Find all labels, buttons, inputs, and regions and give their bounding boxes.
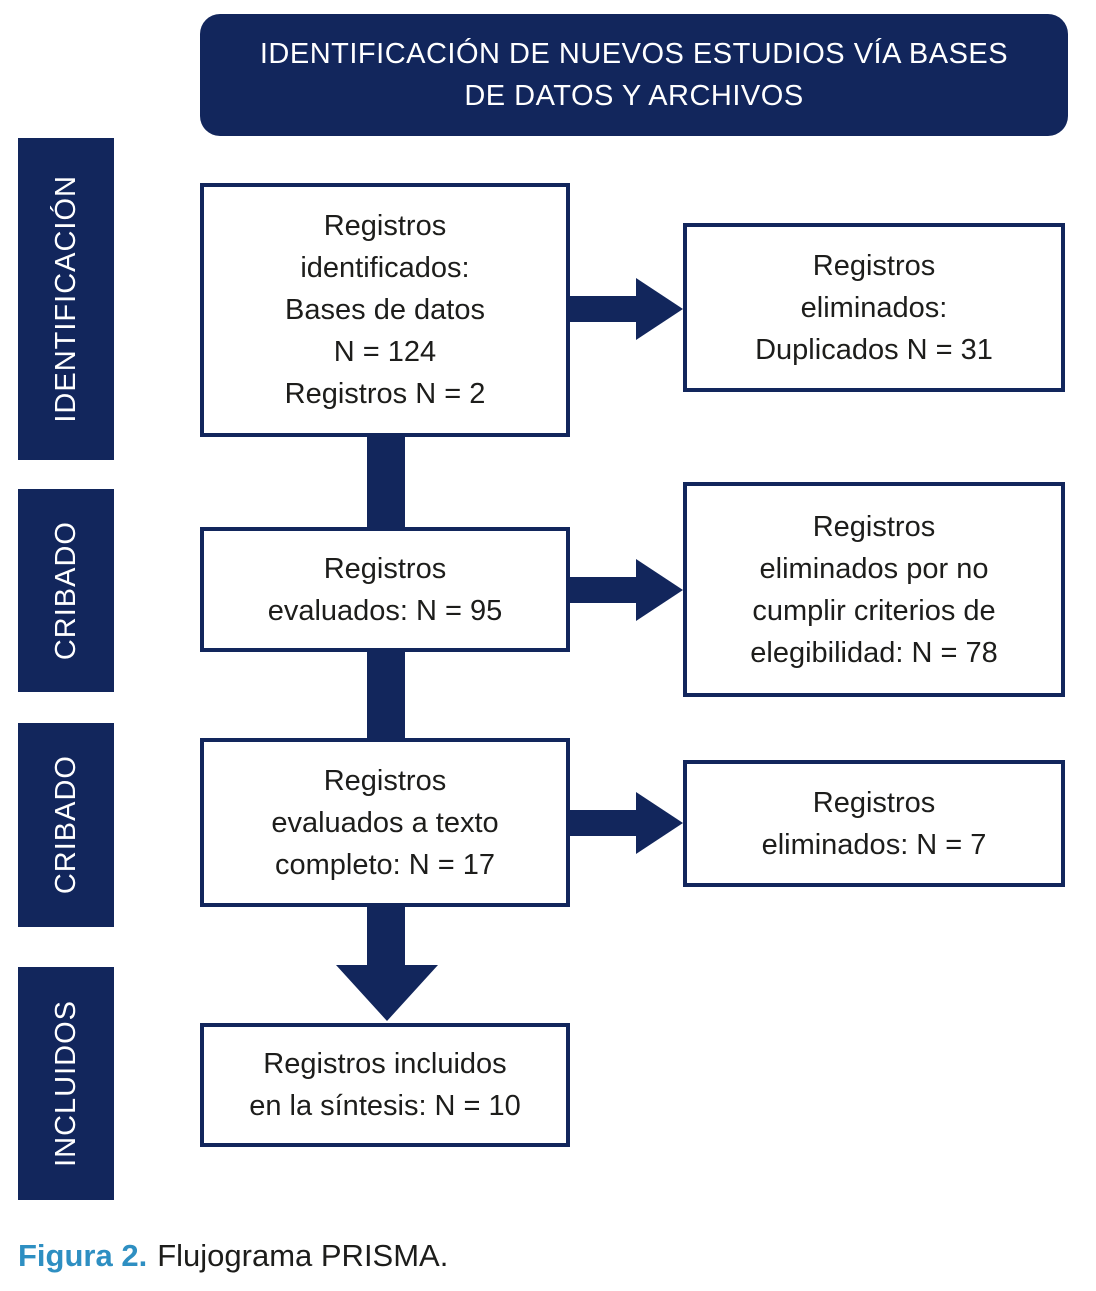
figure-caption-label: Figura 2. <box>18 1238 148 1273</box>
side-box-fulltext-removed: Registros eliminados: N = 7 <box>683 760 1065 887</box>
figure-caption-text: Flujograma PRISMA. <box>157 1238 449 1273</box>
flow-box-records-identified: Registros identificados: Bases de datos … <box>200 183 570 437</box>
stage-label-incluidos: INCLUIDOS <box>18 967 114 1200</box>
right-arrow-2-head-icon <box>636 559 683 621</box>
stage-label-identificacion: IDENTIFICACIÓN <box>18 138 114 460</box>
stage-label-cribado-1: CRIBADO <box>18 489 114 692</box>
flow-box-fulltext-assessed: Registros evaluados a texto completo: N … <box>200 738 570 907</box>
right-arrow-3-head-icon <box>636 792 683 854</box>
stage-label-text: CRIBADO <box>49 755 82 895</box>
stage-label-text: IDENTIFICACIÓN <box>49 175 82 423</box>
stage-label-cribado-2: CRIBADO <box>18 723 114 927</box>
side-box-duplicates-removed: Registros eliminados: Duplicados N = 31 <box>683 223 1065 392</box>
down-arrow-icon <box>336 965 438 1021</box>
header-banner: IDENTIFICACIÓN DE NUEVOS ESTUDIOS VÍA BA… <box>200 14 1068 136</box>
vertical-connector-3-icon <box>367 905 405 967</box>
right-arrow-1-head-icon <box>636 278 683 340</box>
flow-box-records-included: Registros incluidos en la síntesis: N = … <box>200 1023 570 1147</box>
stage-label-text: CRIBADO <box>49 520 82 661</box>
figure-caption: Figura 2. Flujograma PRISMA. <box>18 1236 448 1276</box>
vertical-connector-1-icon <box>367 435 405 529</box>
right-arrow-2-shaft-icon <box>568 577 638 603</box>
right-arrow-1-shaft-icon <box>568 296 638 322</box>
stage-label-text: INCLUIDOS <box>49 1000 82 1167</box>
flow-box-records-screened: Registros evaluados: N = 95 <box>200 527 570 652</box>
side-box-eligibility-removed: Registros eliminados por no cumplir crit… <box>683 482 1065 697</box>
vertical-connector-2-icon <box>367 650 405 740</box>
right-arrow-3-shaft-icon <box>568 810 638 836</box>
